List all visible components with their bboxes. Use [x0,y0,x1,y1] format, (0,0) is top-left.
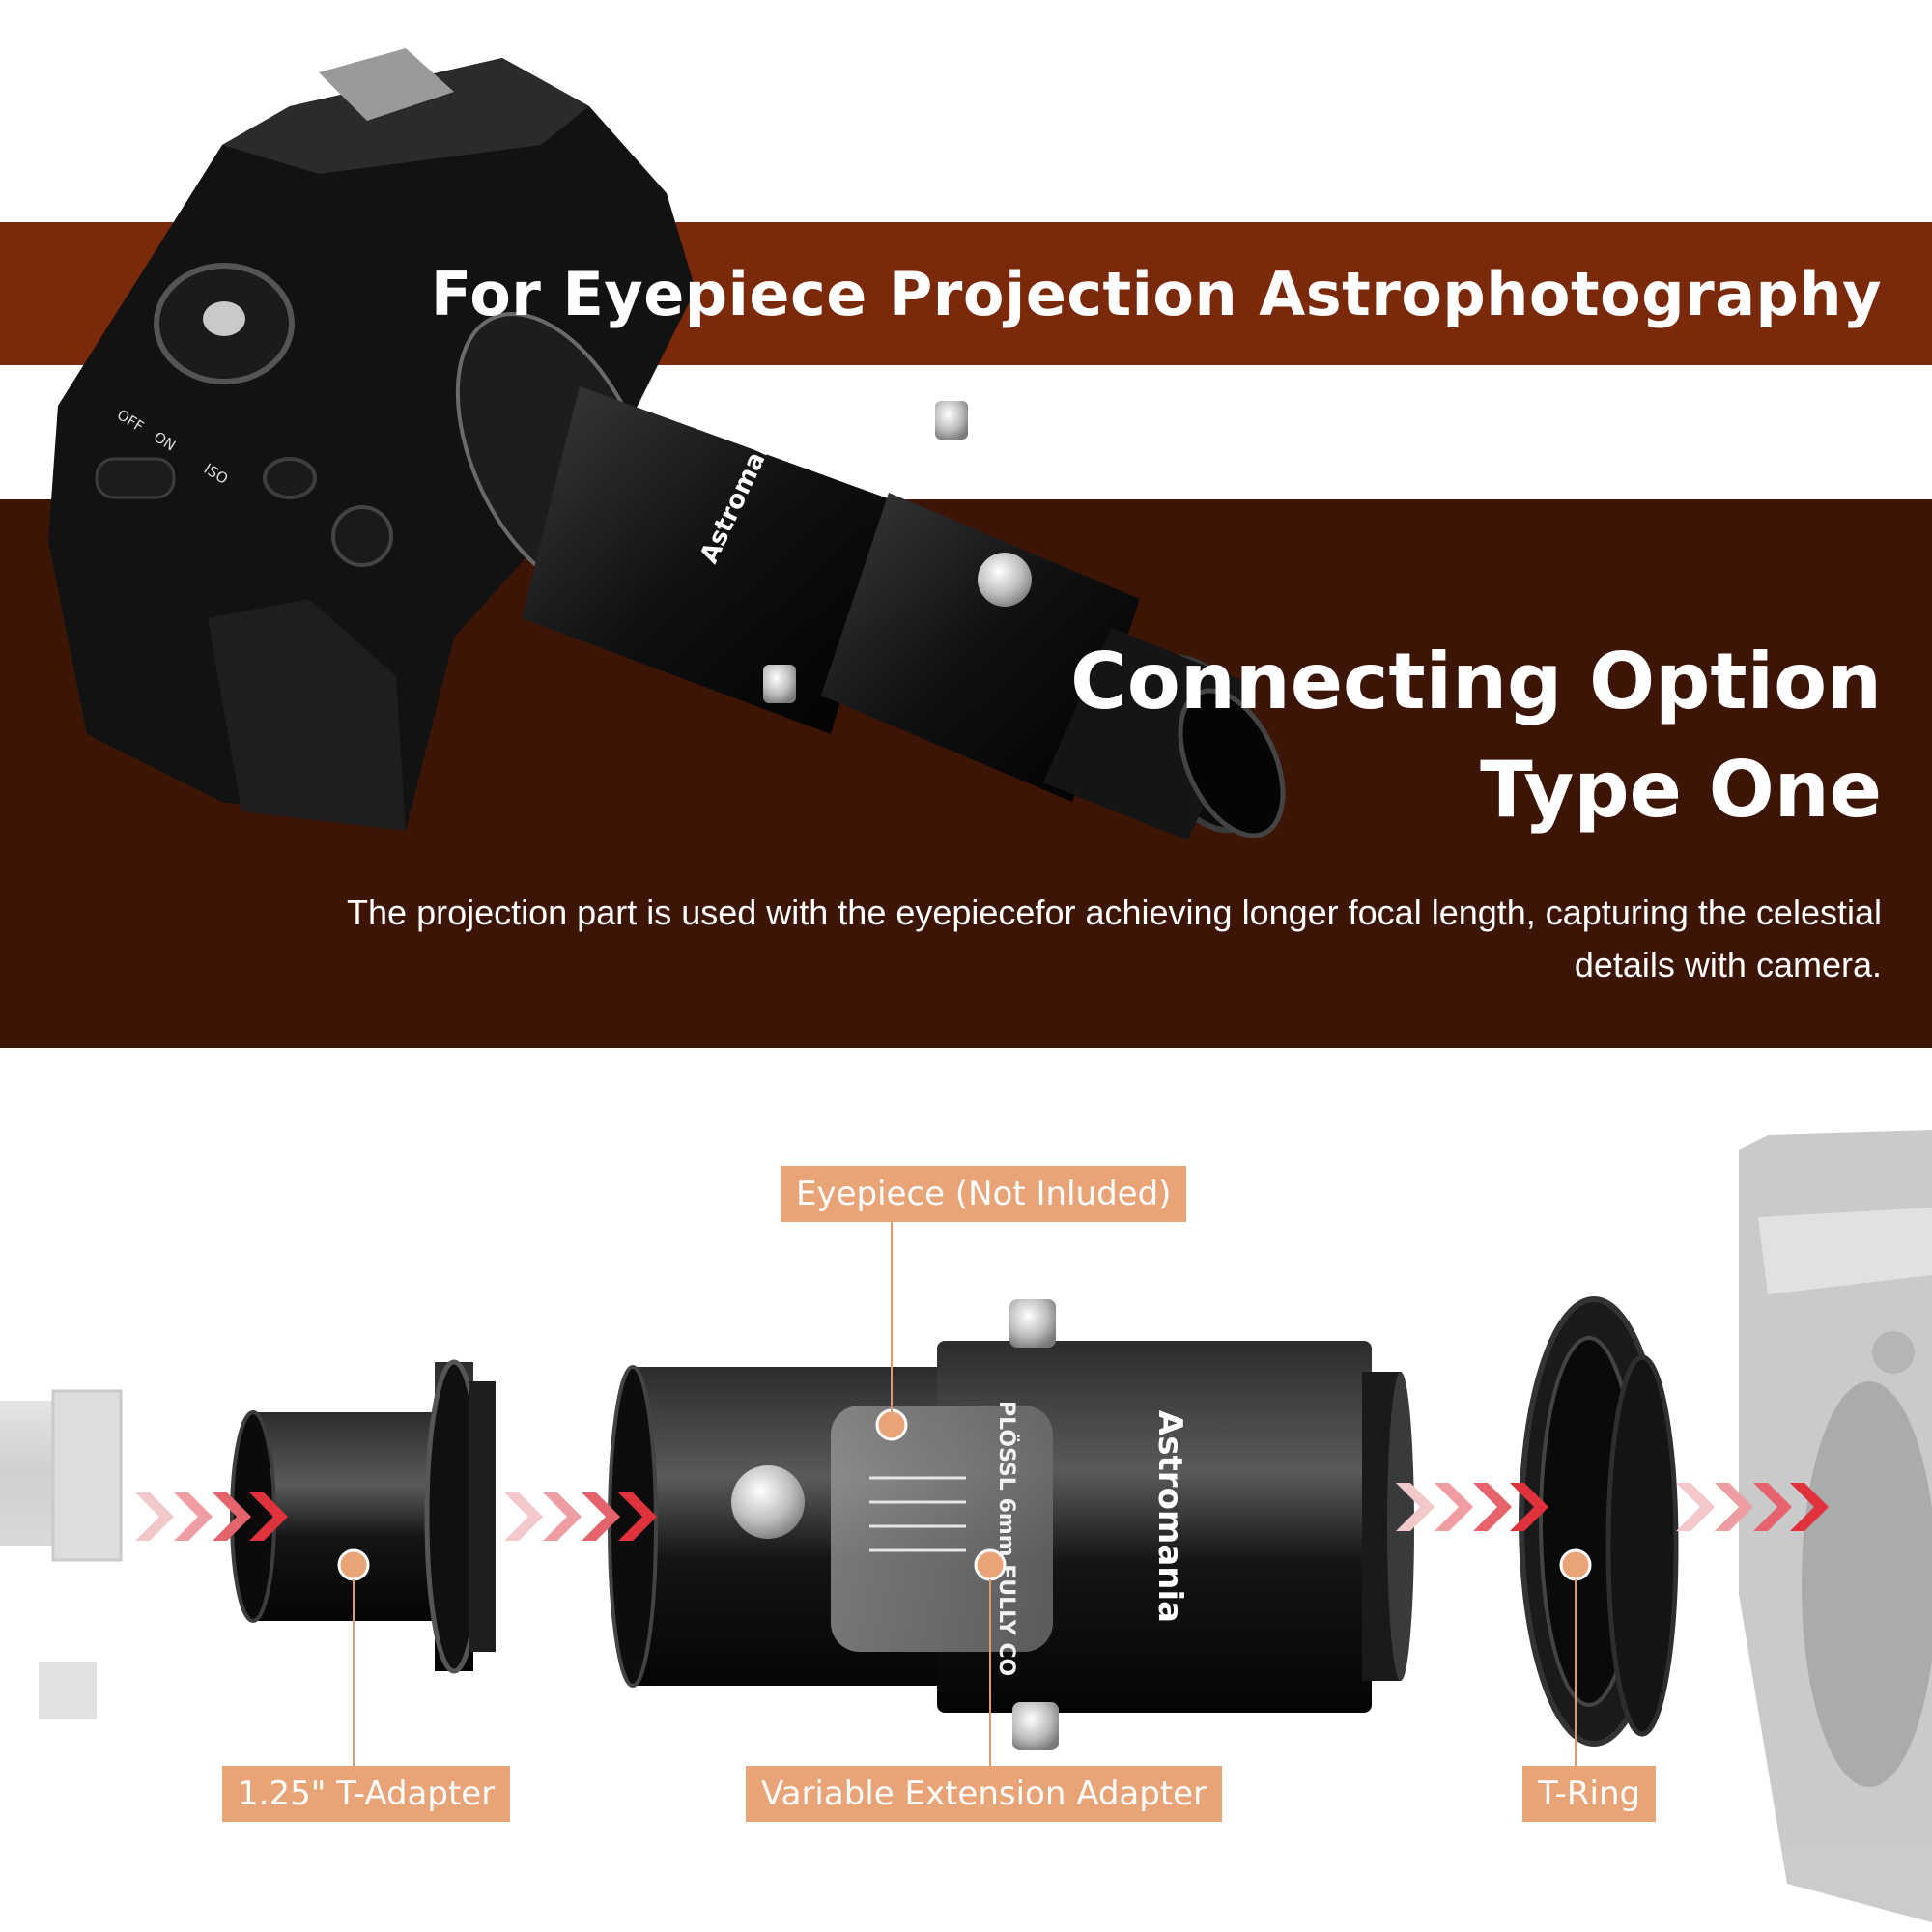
t-ring-leader [1575,1579,1577,1777]
option-title-line2: Type One [1480,745,1882,835]
option-title: Connecting Option Type One [1070,628,1882,844]
extension-brand-print: Astromania [1151,1410,1189,1623]
camera-body-ghost [1739,1130,1932,1922]
hot-shoe [319,48,454,121]
option-title-line1: Connecting Option [1070,637,1882,726]
eyepiece-ghost [831,1406,1053,1652]
eyepiece-label: Eyepiece (Not Inluded) [781,1166,1187,1222]
extension-leader [989,1579,991,1777]
flow-arrow-icon [1676,1483,1829,1531]
t-ring-label: T-Ring [1522,1766,1657,1822]
flow-arrow-icon [504,1492,657,1541]
t-adapter-part [230,1359,496,1674]
t-ring-part [1519,1296,1679,1747]
eyepiece-leader [891,1219,893,1412]
flow-arrow-icon [1396,1483,1548,1531]
extension-adapter-part: PLÖSSL 6mm FULLY CO Astromania [608,1299,1414,1750]
t-adapter-label: 1.25" T-Adapter [222,1766,511,1822]
extension-label: Variable Extension Adapter [746,1766,1223,1822]
option-description: The projection part is used with the eye… [347,893,1882,984]
t-adapter-leader [353,1579,355,1777]
camera-with-adapter: Astromania OFF ON ISO [48,48,1286,840]
banner-title: For Eyepiece Projection Astrophotography [430,259,1882,329]
telescope-focuser-ghost [0,1389,123,1719]
flow-arrow-icon [135,1492,288,1541]
eyepiece-print: PLÖSSL 6mm FULLY CO [994,1401,1019,1676]
